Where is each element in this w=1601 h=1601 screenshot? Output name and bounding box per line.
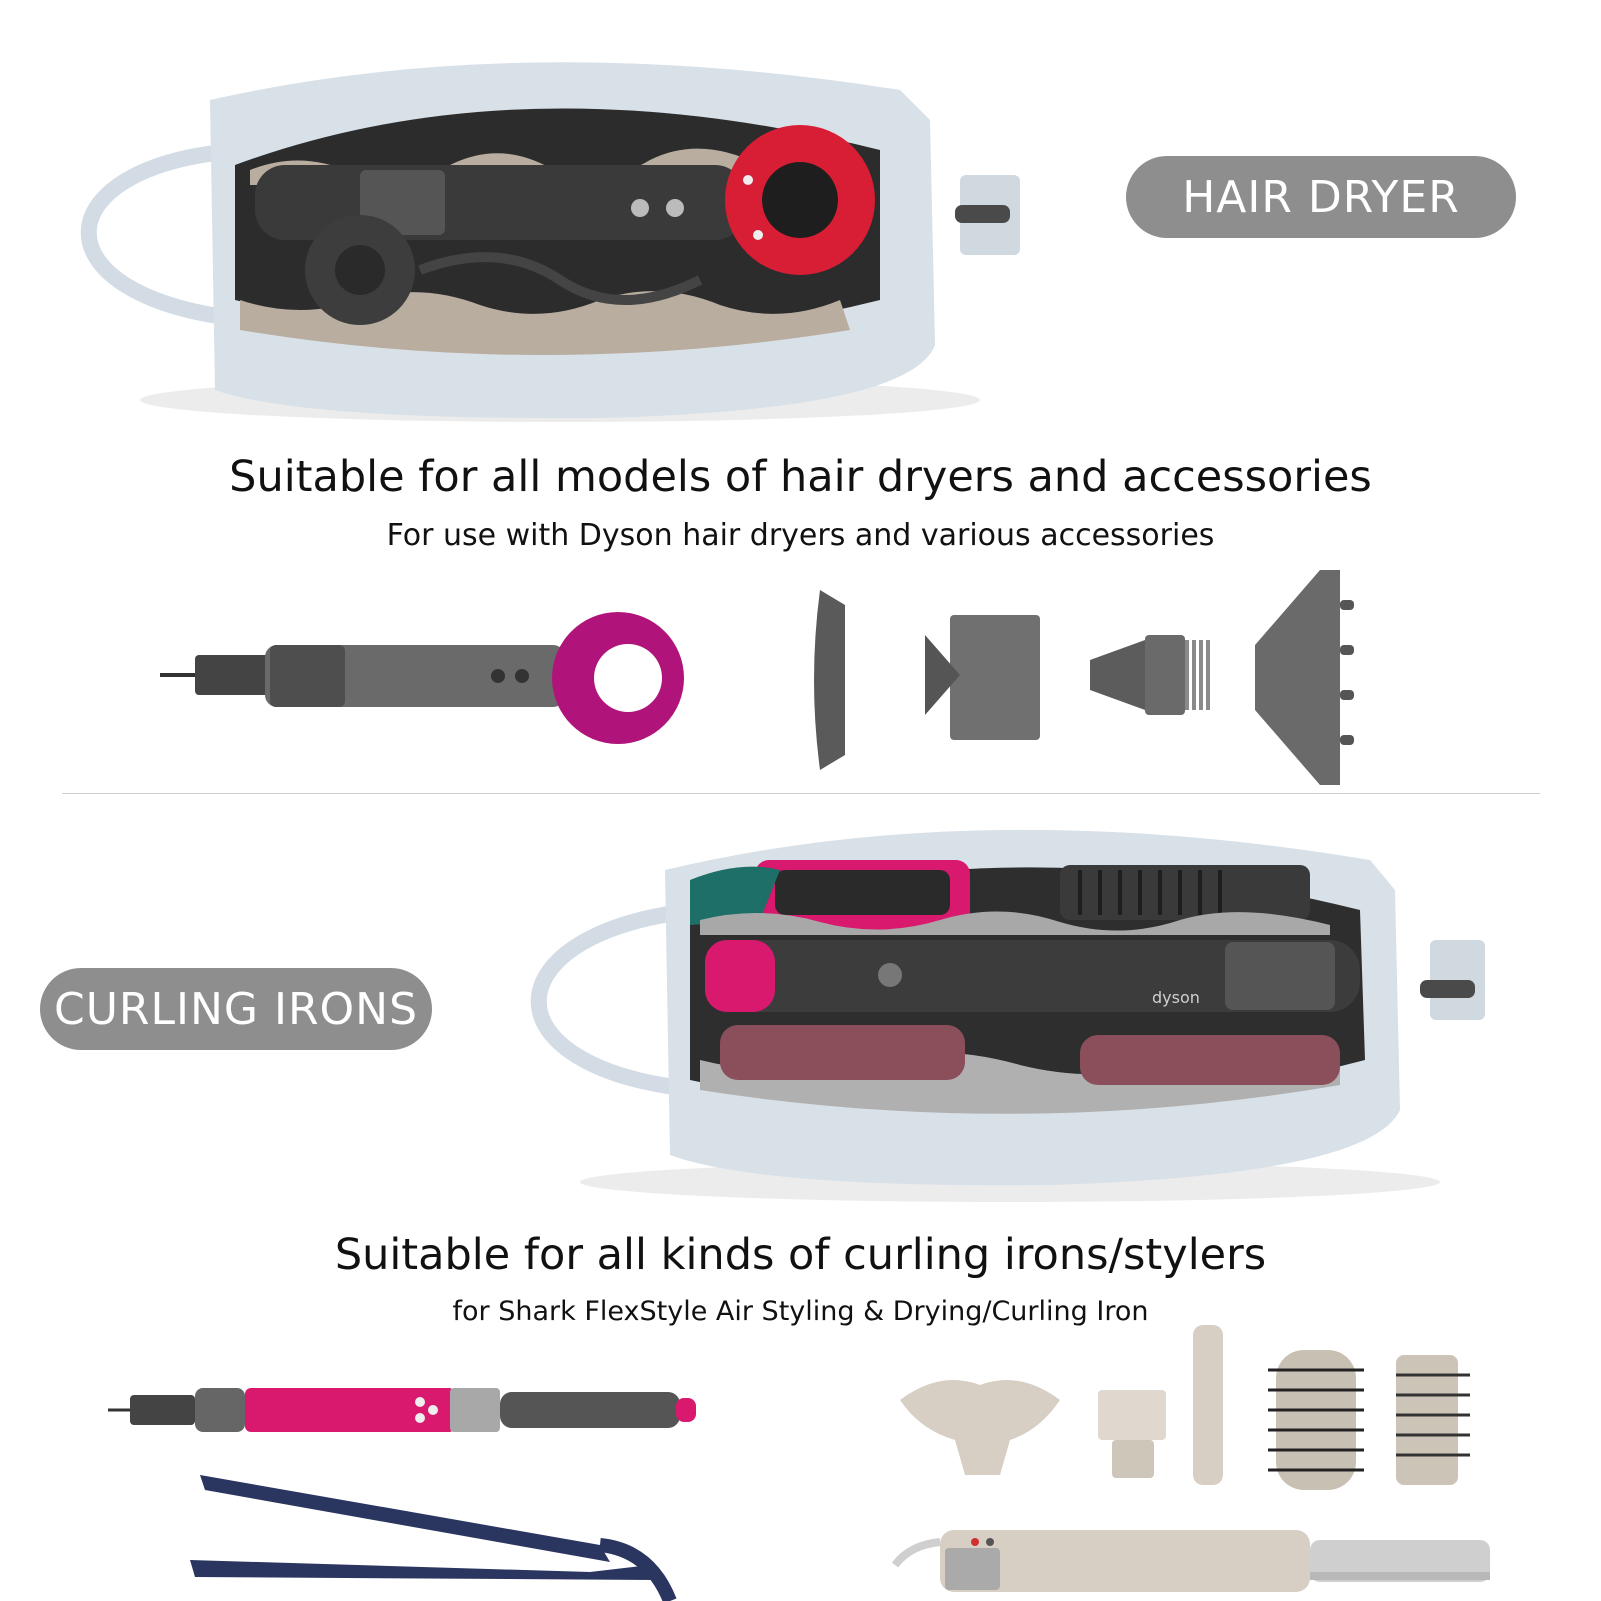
curling-headline: Suitable for all kinds of curling irons/… [334, 1230, 1267, 1280]
stylers-and-attachments-illustration [108, 1325, 1490, 1601]
dryer-and-attachments-illustration [160, 570, 1354, 785]
section-divider [62, 793, 1540, 794]
hair-dryer-badge: HAIR DRYER [1126, 156, 1516, 238]
airwrap-brand-label: dyson [1152, 988, 1200, 1007]
hair-dryer-subline: For use with Dyson hair dryers and vario… [386, 518, 1215, 553]
curling-subline: for Shark FlexStyle Air Styling & Drying… [452, 1296, 1149, 1327]
hair-dryer-headline: Suitable for all models of hair dryers a… [229, 452, 1372, 502]
hair-dryer-bag-illustration [80, 62, 1020, 422]
curling-bag-illustration [530, 829, 1485, 1202]
curling-irons-badge: CURLING IRONS [40, 968, 432, 1050]
